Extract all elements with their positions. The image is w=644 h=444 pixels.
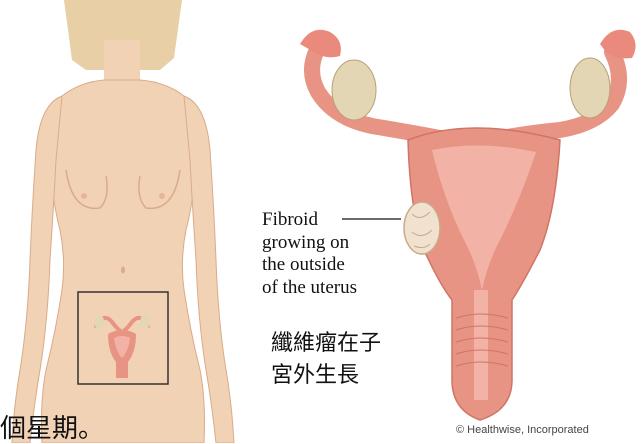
copyright-credit: © Healthwise, Incorporated <box>456 424 589 436</box>
female-body-illustration <box>0 0 245 443</box>
left-fimbriae <box>300 30 341 58</box>
torso <box>42 80 205 443</box>
fibroid-annotation-chinese: 纖維瘤在子 宮外生長 <box>271 328 381 392</box>
caption-text: 個星期。 <box>0 414 104 444</box>
right-ovary <box>570 58 610 118</box>
cervical-canal <box>474 290 488 400</box>
fibroid-icon <box>404 202 440 254</box>
navel <box>121 267 125 274</box>
neck <box>104 40 140 82</box>
fibroid-annotation-english: Fibroid growing on the outside of the ut… <box>262 209 357 299</box>
left-ovary <box>332 60 376 120</box>
